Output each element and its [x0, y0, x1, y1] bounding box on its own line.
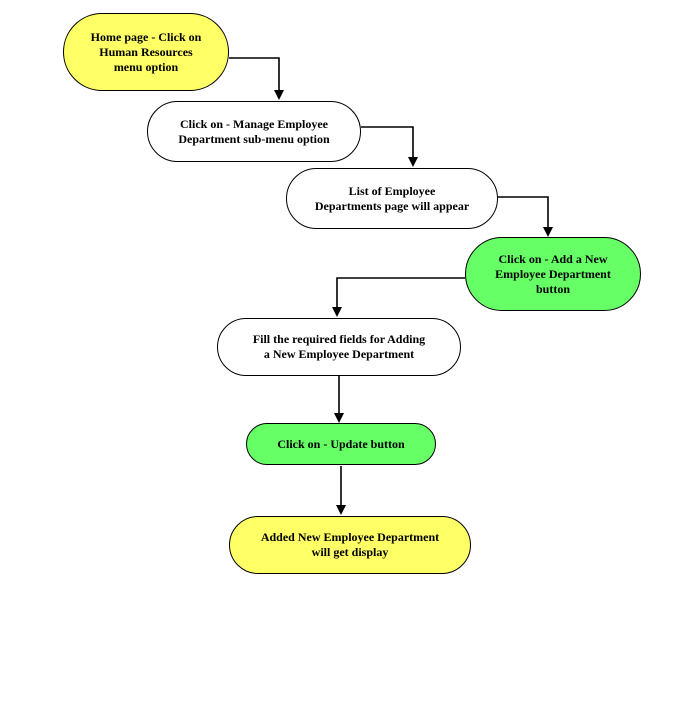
- arrowhead-1-2: [274, 90, 284, 100]
- connector-1-2: [229, 57, 280, 91]
- arrowhead-3-4: [543, 227, 553, 237]
- arrowhead-5-6: [334, 413, 344, 423]
- connector-2-3: [361, 126, 414, 158]
- node-home-page: Home page - Click on Human Resources men…: [63, 13, 229, 91]
- node-fill-required-fields: Fill the required fields for Adding a Ne…: [217, 318, 461, 376]
- connector-3-4: [498, 196, 549, 228]
- connector-4-5: [336, 277, 465, 308]
- arrowhead-4-5: [332, 307, 342, 317]
- node-list-of-departments: List of Employee Departments page will a…: [286, 168, 498, 229]
- node-manage-employee-department: Click on - Manage Employee Department su…: [147, 101, 361, 162]
- arrowhead-2-3: [408, 157, 418, 167]
- node-add-new-department-button: Click on - Add a New Employee Department…: [465, 237, 641, 311]
- node-update-button: Click on - Update button: [246, 423, 436, 465]
- arrowhead-6-7: [336, 505, 346, 515]
- node-department-added: Added New Employee Department will get d…: [229, 516, 471, 574]
